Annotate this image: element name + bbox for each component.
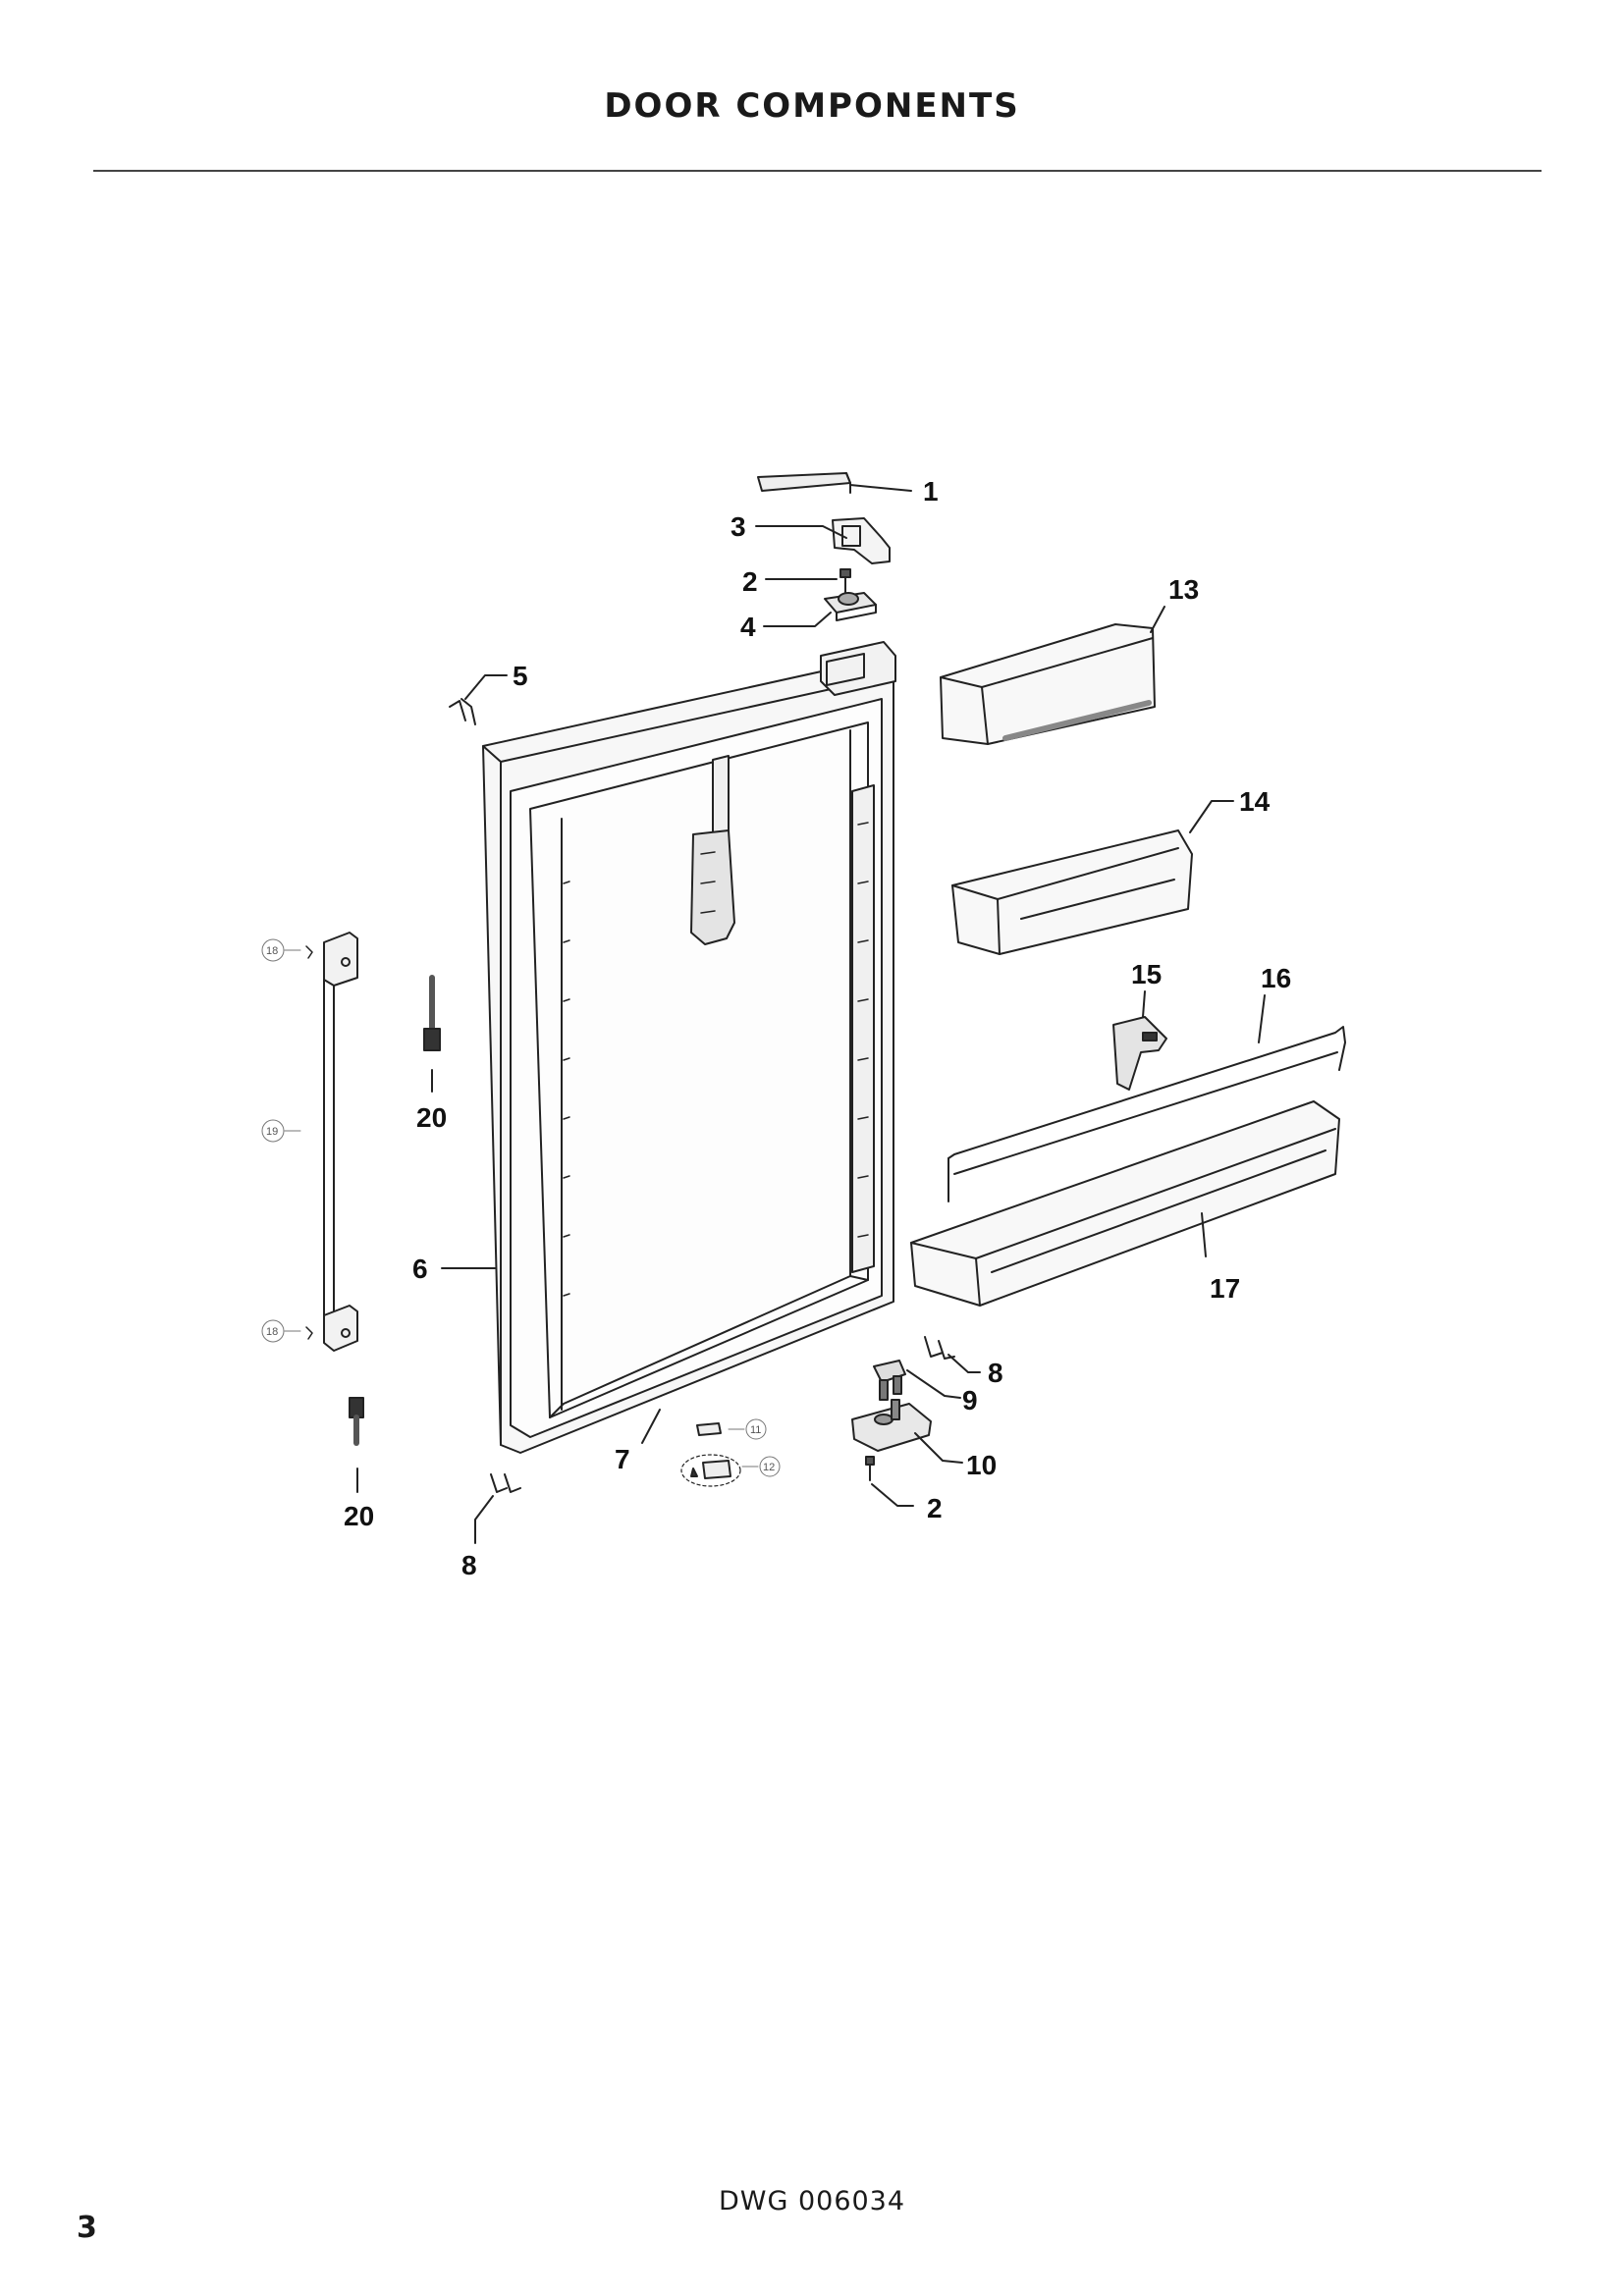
door-handle-part (305, 932, 358, 1352)
header-divider (93, 170, 1542, 172)
door-frame-part (482, 641, 896, 1454)
bottle-guard-rod-part (947, 1026, 1346, 1202)
drawing-number: DWG 006034 (718, 2186, 906, 2216)
leader-line-7 (641, 1409, 661, 1444)
leader-line-8a (947, 1354, 981, 1373)
bottle-clip-part (1112, 1016, 1167, 1091)
hinge-bushing-part (824, 592, 877, 621)
callout-2-lower: 2 (927, 1493, 943, 1523)
small-callout-circle-12 (759, 1456, 781, 1477)
callout-15: 15 (1131, 959, 1162, 989)
leader-line-9 (906, 1369, 961, 1399)
callout-5: 5 (513, 661, 528, 691)
leader-line-2b (871, 1483, 914, 1507)
callout-8-lower: 8 (461, 1550, 477, 1580)
callout-2: 2 (742, 566, 758, 597)
small-callout-11: 11 (750, 1424, 761, 1436)
hinge-screw-part (839, 568, 851, 596)
leader-line-1 (849, 484, 912, 492)
leader-line-5 (464, 674, 508, 700)
leader-line-3 (755, 525, 847, 539)
handle-bolt-part-upper (423, 975, 441, 1051)
page-title: DOOR COMPONENTS (604, 86, 1020, 126)
small-callout-12: 12 (763, 1462, 775, 1473)
top-hinge-bracket-part (832, 517, 891, 564)
bottom-hinge-part (851, 1399, 932, 1452)
leader-line-17 (1201, 1212, 1207, 1257)
small-callout-circle-18-upper (261, 938, 285, 962)
callout-1: 1 (923, 476, 939, 507)
callout-4: 4 (740, 612, 756, 642)
small-callout-18-lower: 18 (266, 1326, 278, 1338)
handle-bolt-part-lower (349, 1397, 364, 1446)
leader-line-14 (1189, 800, 1234, 833)
small-insert-part (696, 1422, 722, 1436)
callout-10: 10 (966, 1450, 997, 1480)
callout-13: 13 (1168, 574, 1199, 605)
callout-14: 14 (1239, 786, 1271, 817)
small-callout-circle-19 (261, 1119, 285, 1143)
callout-20-upper: 20 (416, 1102, 447, 1133)
callout-6: 6 (412, 1254, 428, 1284)
small-callout-circle-11 (745, 1418, 767, 1440)
leader-line-13 (1150, 606, 1165, 633)
callout-8-upper: 8 (988, 1358, 1003, 1388)
leader-line-4 (763, 612, 832, 627)
leader-line-10 (914, 1432, 963, 1464)
leader-line-15 (1142, 990, 1146, 1018)
hinge-cover-part (757, 472, 851, 494)
small-callout-19: 19 (266, 1126, 278, 1138)
door-shelf-part (951, 829, 1193, 955)
leader-line-8b (474, 1495, 494, 1544)
bottle-shelf-part (910, 1100, 1340, 1307)
door-stop-clip-part-lower (490, 1473, 521, 1493)
callout-3: 3 (731, 511, 746, 542)
callout-20-lower: 20 (344, 1501, 374, 1531)
callout-9: 9 (962, 1385, 978, 1415)
magnet-cap-part (680, 1454, 741, 1487)
bottom-hinge-pin-part (873, 1360, 906, 1401)
door-clip-part (449, 698, 476, 725)
small-callout-18-upper: 18 (266, 945, 278, 957)
callout-17: 17 (1210, 1273, 1240, 1304)
dairy-compartment-part (940, 623, 1156, 745)
leader-line-16 (1258, 994, 1266, 1043)
page-number: 3 (77, 2211, 97, 2245)
small-callout-circle-18-lower (261, 1319, 285, 1343)
bottom-hinge-screw-part (865, 1456, 875, 1481)
callout-16: 16 (1261, 963, 1291, 993)
callout-7: 7 (615, 1444, 630, 1474)
